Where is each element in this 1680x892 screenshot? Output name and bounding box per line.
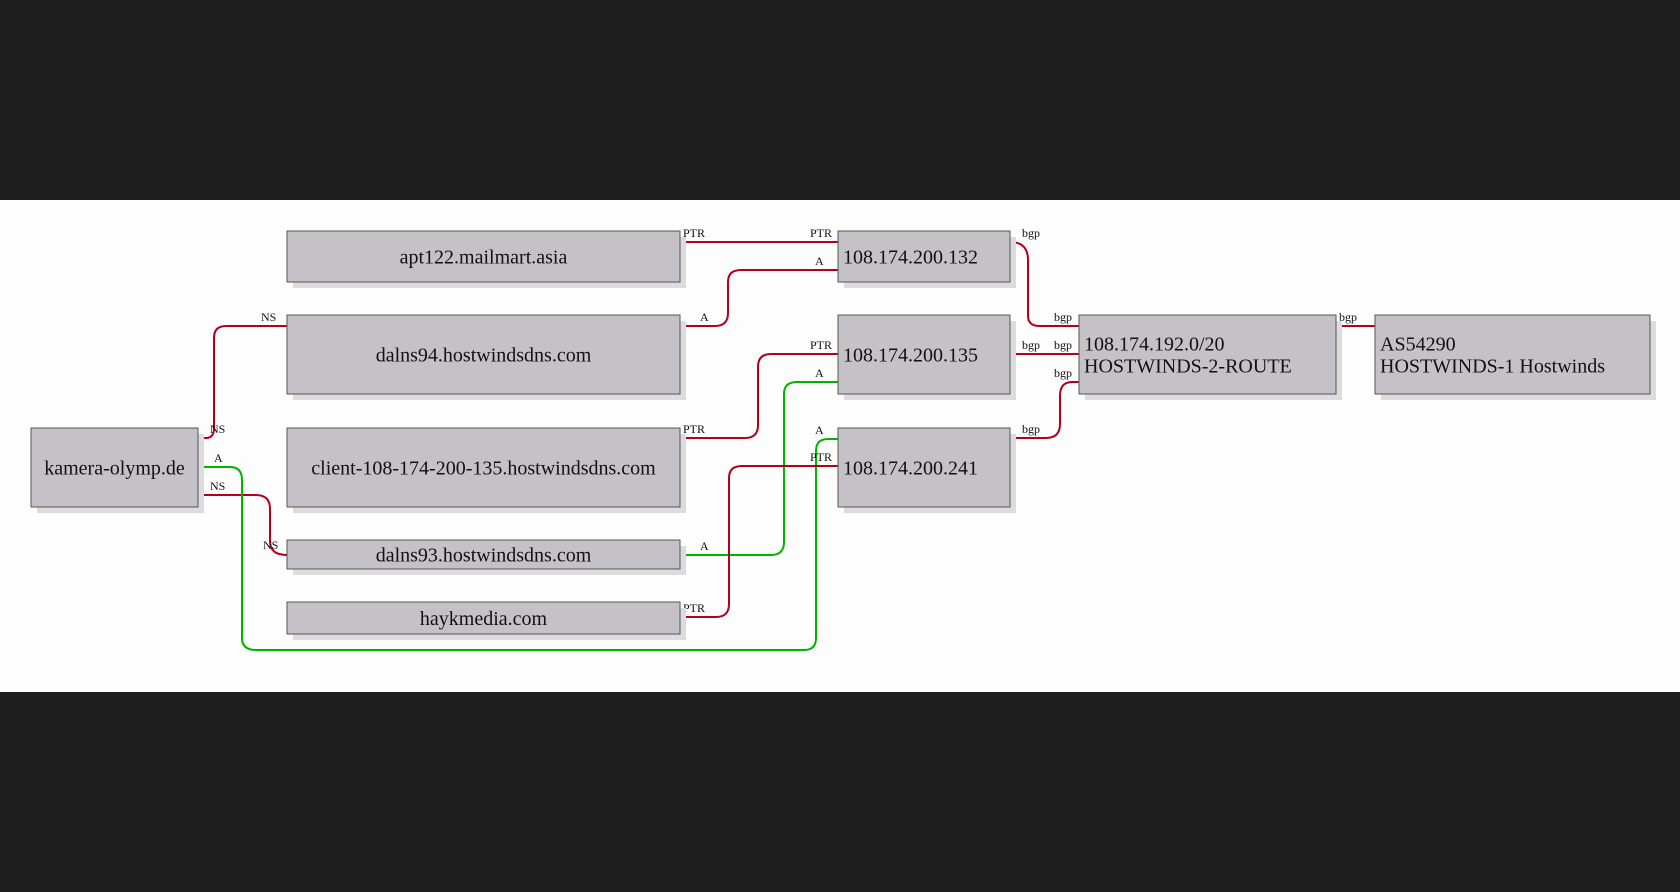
node-label: HOSTWINDS-1 Hostwinds bbox=[1380, 356, 1605, 378]
edge-tail-label: bgp bbox=[1022, 422, 1040, 436]
edge-dalns94-to-ip132: AA bbox=[680, 254, 838, 327]
edge-line bbox=[198, 438, 838, 651]
node-label: AS54290 bbox=[1380, 334, 1456, 356]
node-box[interactable] bbox=[286, 230, 681, 283]
edge-tail-label: PTR bbox=[683, 601, 705, 615]
edge-haykmedia-to-ip241: PTR PTR bbox=[680, 450, 838, 618]
node-dalns93[interactable]: dalns93.hostwindsdns.com bbox=[286, 539, 686, 575]
edge-line bbox=[198, 325, 287, 439]
node-dalns94[interactable]: dalns94.hostwindsdns.com bbox=[286, 314, 686, 400]
edge-head-label: NS bbox=[263, 538, 278, 552]
node-box[interactable] bbox=[837, 230, 1011, 283]
edge-kamera-to-dalns94: NS NS bbox=[198, 310, 287, 439]
node-label: client-108-174-200-135.hostwindsdns.com bbox=[311, 458, 656, 480]
node-label: HOSTWINDS-2-ROUTE bbox=[1084, 356, 1292, 378]
edge-client135-to-ip135: PTR PTR bbox=[680, 338, 838, 439]
node-label: 108.174.192.0/20 bbox=[1084, 334, 1225, 356]
edge-tail-label: A bbox=[700, 539, 709, 553]
edge-kamera-to-dalns93: NS NS bbox=[198, 479, 288, 556]
edge-ip132-to-route: bgp bgp bbox=[1009, 226, 1079, 327]
node-box[interactable] bbox=[286, 427, 681, 508]
edge-line bbox=[680, 381, 838, 556]
edge-head-label: PTR bbox=[810, 226, 832, 240]
edge-dalns93-to-ip135: AA bbox=[680, 366, 838, 556]
edge-tail-label: bgp bbox=[1339, 310, 1357, 324]
node-box[interactable] bbox=[1374, 314, 1651, 395]
node-apt122[interactable]: apt122.mailmart.asia bbox=[286, 230, 686, 288]
edge-tail-label: PTR bbox=[683, 226, 705, 240]
node-label: apt122.mailmart.asia bbox=[400, 247, 568, 269]
node-label: dalns93.hostwindsdns.com bbox=[376, 545, 592, 567]
node-label: haykmedia.com bbox=[420, 608, 548, 630]
nodes-layer: kamera-olymp.de apt122.mailmart.asia dalns… bbox=[30, 230, 1656, 640]
node-box[interactable] bbox=[286, 314, 681, 395]
edge-head-label: bgp bbox=[1054, 338, 1072, 352]
edge-head-label: PTR bbox=[810, 338, 832, 352]
edge-tail-label: A bbox=[214, 451, 223, 465]
edge-tail-label: NS bbox=[210, 479, 225, 493]
edge-line bbox=[680, 269, 838, 327]
node-label: 108.174.200.135 bbox=[843, 345, 978, 367]
edge-apt122-to-ip132: PTR PTR bbox=[680, 226, 838, 243]
node-ip135[interactable]: 108.174.200.135 bbox=[837, 314, 1016, 400]
edge-head-label: bgp bbox=[1054, 310, 1072, 324]
node-kamera[interactable]: kamera-olymp.de bbox=[30, 427, 204, 513]
node-label: 108.174.200.132 bbox=[843, 247, 978, 269]
top-dark-band bbox=[0, 0, 1680, 200]
edge-line bbox=[1009, 241, 1079, 327]
node-label: 108.174.200.241 bbox=[843, 458, 978, 480]
node-haykmedia[interactable]: haykmedia.com bbox=[286, 601, 686, 640]
edge-tail-label: PTR bbox=[683, 422, 705, 436]
edge-head-label: A bbox=[815, 423, 824, 437]
edge-line bbox=[680, 465, 838, 618]
edge-line bbox=[1010, 381, 1079, 439]
node-box[interactable] bbox=[286, 539, 681, 570]
edge-ip241-to-route: bgp bgp bbox=[1010, 366, 1079, 439]
node-ip241[interactable]: 108.174.200.241 bbox=[837, 427, 1016, 513]
edge-head-label: PTR bbox=[810, 450, 832, 464]
edge-kamera-to-ip241: AA bbox=[198, 423, 838, 651]
edge-head-label: A bbox=[815, 366, 824, 380]
edge-tail-label: bgp bbox=[1022, 226, 1040, 240]
node-client135[interactable]: client-108-174-200-135.hostwindsdns.com bbox=[286, 427, 686, 513]
node-label: kamera-olymp.de bbox=[44, 458, 185, 480]
edge-line bbox=[680, 353, 838, 439]
edge-tail-label: NS bbox=[210, 422, 225, 436]
edge-head-label: bgp bbox=[1054, 366, 1072, 380]
bottom-dark-band bbox=[0, 692, 1680, 892]
edge-tail-label: bgp bbox=[1022, 338, 1040, 352]
edge-line bbox=[198, 494, 288, 556]
node-box[interactable] bbox=[837, 314, 1011, 395]
node-ip132[interactable]: 108.174.200.132 bbox=[837, 230, 1016, 288]
node-box[interactable] bbox=[286, 601, 681, 635]
node-label: dalns94.hostwindsdns.com bbox=[376, 345, 592, 367]
edge-route-to-as: bgp bbox=[1336, 310, 1375, 327]
edge-head-label: A bbox=[815, 254, 824, 268]
edge-head-label: NS bbox=[261, 310, 276, 324]
edge-tail-label: A bbox=[700, 310, 709, 324]
node-box[interactable] bbox=[1078, 314, 1337, 395]
node-box[interactable] bbox=[30, 427, 199, 508]
node-box[interactable] bbox=[837, 427, 1011, 508]
